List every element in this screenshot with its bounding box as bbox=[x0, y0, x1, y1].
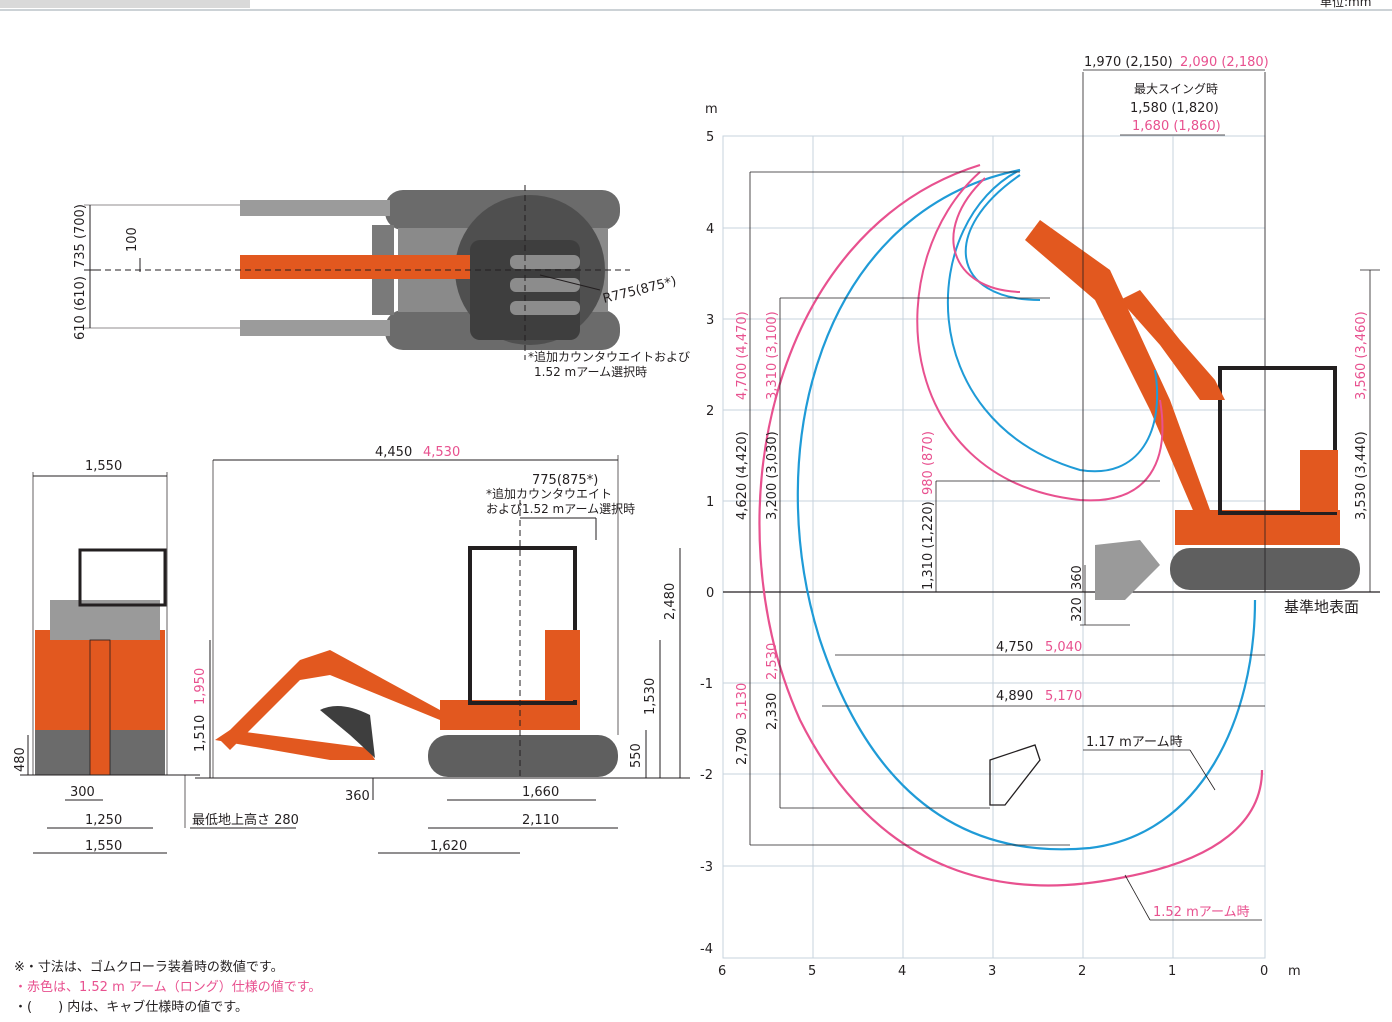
swing-dim: 775(875*) bbox=[532, 473, 598, 488]
overall-length-pink: 4,530 bbox=[423, 445, 460, 460]
dim-610: 610 (610) bbox=[73, 276, 88, 340]
footnotes: ※・寸法は、ゴムクローラ装着時の数値です。 ・赤色は、1.52 m アーム（ロン… bbox=[14, 958, 321, 1018]
arm-short-label: 1.17 mアーム時 bbox=[1086, 735, 1183, 750]
overall-length: 4,450 bbox=[375, 445, 412, 460]
chart-boom bbox=[1025, 220, 1210, 515]
note-2: ・赤色は、1.52 m アーム（ロング）仕様の値です。 bbox=[14, 980, 322, 995]
ground-clearance: 最低地上高さ 280 bbox=[192, 812, 299, 828]
dim-1550-bottom: 1,550 bbox=[85, 839, 122, 854]
x-tick: 0 bbox=[1260, 964, 1268, 979]
v-2330: 2,330 bbox=[765, 693, 780, 730]
v-3530: 3,530 (3,440) bbox=[1354, 431, 1369, 520]
front-width-top: 1,550 bbox=[85, 459, 122, 474]
swing-note-1: *追加カウンタウエイト bbox=[486, 486, 612, 501]
dim-360: 360 bbox=[345, 789, 370, 804]
x-unit: m bbox=[1288, 964, 1301, 979]
top-note-2: 1.52 mアーム選択時 bbox=[534, 365, 647, 379]
reach-chart bbox=[722, 69, 1380, 959]
side-track bbox=[428, 735, 618, 777]
swing-note-2: および1.52 mアーム選択時 bbox=[486, 502, 635, 516]
front-view bbox=[20, 472, 200, 854]
height-1510: 1,510 bbox=[193, 715, 208, 752]
side-cab bbox=[468, 546, 577, 705]
dim-300: 300 bbox=[70, 785, 95, 800]
note-3: ・( ) 内は、キャブ仕様時の値です。 bbox=[14, 1000, 248, 1015]
x-ticks: 6 5 4 3 2 1 0 bbox=[718, 964, 1268, 979]
h-5040: 5,040 bbox=[1045, 640, 1082, 655]
swing-pink: 1,680 (1,860) bbox=[1132, 119, 1221, 134]
dim-480: 480 bbox=[13, 747, 28, 772]
v-4700: 4,700 (4,470) bbox=[735, 311, 750, 400]
dim-2110: 2,110 bbox=[522, 813, 559, 828]
reach-curve-pink bbox=[758, 163, 1264, 887]
dim-100: 100 bbox=[125, 227, 140, 252]
y-tick: 3 bbox=[706, 313, 714, 328]
blade-320: 320 bbox=[1070, 597, 1085, 622]
y-tick: -4 bbox=[700, 942, 713, 957]
y-ticks: 5 4 3 2 1 0 -1 -2 -3 -4 bbox=[700, 130, 714, 957]
dim-1660: 1,660 bbox=[522, 785, 559, 800]
dim-550: 550 bbox=[629, 743, 644, 768]
top-note-1: *追加カウンタウエイトおよび bbox=[528, 349, 690, 364]
h-5170: 5,170 bbox=[1045, 689, 1082, 704]
v-2530: 2,530 bbox=[765, 643, 780, 680]
y-tick: -2 bbox=[700, 768, 713, 783]
y-tick: 0 bbox=[706, 586, 714, 601]
swing-label: 最大スイング時 bbox=[1134, 82, 1218, 96]
v-3560: 3,560 (3,460) bbox=[1354, 311, 1369, 400]
swing-black: 1,580 (1,820) bbox=[1130, 101, 1219, 116]
height-2480: 2,480 bbox=[663, 583, 678, 620]
y-unit: m bbox=[705, 102, 718, 117]
x-tick: 3 bbox=[988, 964, 996, 979]
v-3200: 3,200 (3,030) bbox=[765, 431, 780, 520]
note-1: ※・寸法は、ゴムクローラ装着時の数値です。 bbox=[14, 960, 284, 975]
x-tick: 5 bbox=[808, 964, 816, 979]
dim-735: 735 (700) bbox=[73, 204, 88, 268]
radius-label: R775(875*) bbox=[601, 274, 678, 307]
v-2790: 2,790 bbox=[735, 728, 750, 765]
y-tick: 4 bbox=[706, 222, 714, 237]
y-tick: 1 bbox=[706, 495, 714, 510]
y-tick: -1 bbox=[700, 677, 713, 692]
top-view bbox=[84, 185, 630, 360]
side-view bbox=[190, 455, 690, 854]
y-tick: 5 bbox=[706, 130, 714, 145]
v-980: 980 (870) bbox=[921, 431, 936, 495]
v-4620: 4,620 (4,420) bbox=[735, 431, 750, 520]
y-tick: -3 bbox=[700, 860, 713, 875]
bucket-icon bbox=[989, 744, 1041, 806]
side-boom bbox=[220, 650, 440, 750]
x-tick: 4 bbox=[898, 964, 906, 979]
top-dim: 1,970 (2,150) bbox=[1084, 55, 1173, 70]
arm-long-label: 1.52 mアーム時 bbox=[1153, 905, 1250, 920]
height-1530: 1,530 bbox=[643, 678, 658, 715]
x-tick: 1 bbox=[1168, 964, 1176, 979]
unit-label: 単位:mm bbox=[1320, 0, 1371, 9]
x-tick: 2 bbox=[1078, 964, 1086, 979]
v-3310: 3,310 (3,100) bbox=[765, 311, 780, 400]
chart-cab bbox=[1218, 366, 1337, 515]
ground-label: 基準地表面 bbox=[1284, 598, 1359, 616]
reach-curve-blue bbox=[796, 168, 1257, 851]
h-4750: 4,750 bbox=[996, 640, 1033, 655]
y-tick: 2 bbox=[706, 404, 714, 419]
v-1310: 1,310 (1,220) bbox=[921, 501, 936, 590]
height-1950: 1,950 bbox=[193, 668, 208, 705]
v-3130: 3,130 bbox=[735, 683, 750, 720]
blade-360: 360 bbox=[1070, 565, 1085, 590]
dim-1250: 1,250 bbox=[85, 813, 122, 828]
x-tick: 6 bbox=[718, 964, 726, 979]
dim-1620: 1,620 bbox=[430, 839, 467, 854]
h-4890: 4,890 bbox=[996, 689, 1033, 704]
top-dim-pink: 2,090 (2,180) bbox=[1180, 55, 1269, 70]
